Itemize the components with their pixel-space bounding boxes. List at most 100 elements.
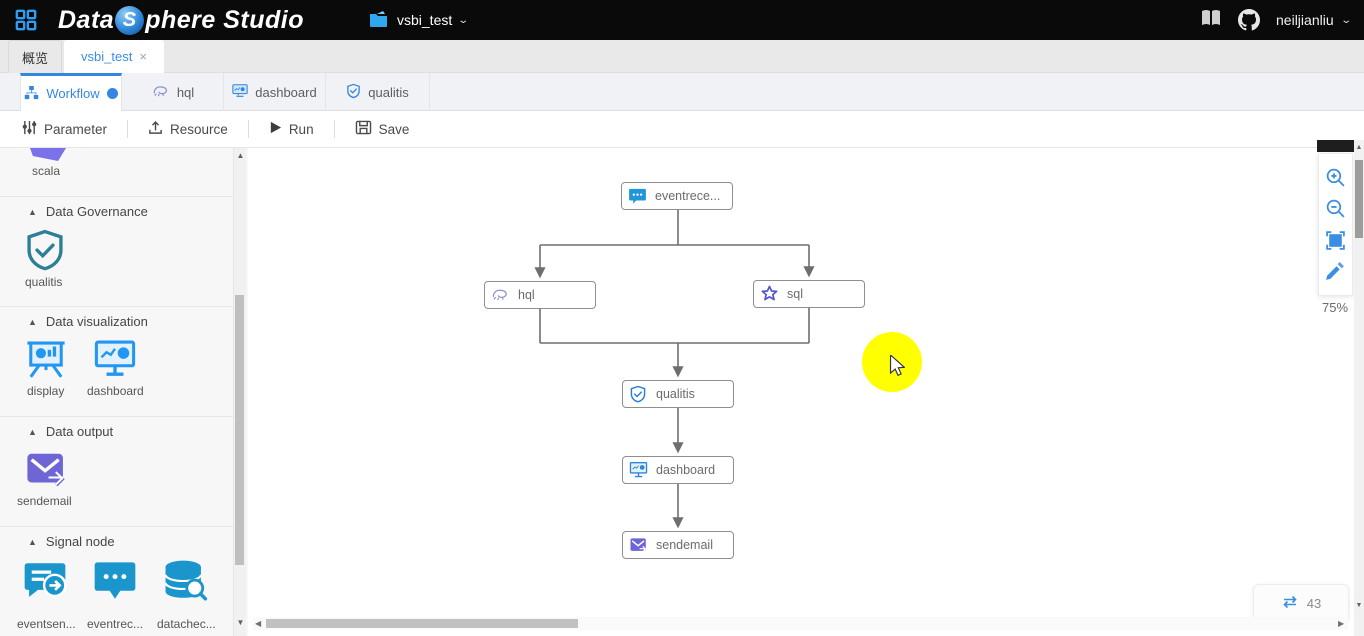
parameter-button[interactable]: Parameter xyxy=(16,119,113,139)
tab-overview-label: 概览 xyxy=(21,50,48,66)
palette-item-label: eventsen... xyxy=(17,617,76,631)
palette-item-display[interactable] xyxy=(24,338,68,387)
close-icon[interactable]: × xyxy=(139,49,147,64)
palette-item-datacheck[interactable] xyxy=(162,558,208,609)
tab-workflow-label: Workflow xyxy=(46,86,100,101)
tab-workspace-label: vsbi_test xyxy=(81,49,133,64)
save-button[interactable]: Save xyxy=(349,120,416,138)
presentation-icon xyxy=(24,341,68,386)
run-label: Run xyxy=(288,121,314,137)
database-search-icon xyxy=(162,560,208,608)
save-icon xyxy=(355,120,372,138)
workflow-canvas[interactable]: eventrece... hql sql qualitis dashboard xyxy=(248,140,1364,636)
section-signal-node[interactable]: ▲ Signal node xyxy=(28,534,115,549)
page-v-scrollbar[interactable]: ▲ ▼ xyxy=(1354,140,1364,636)
scroll-up-icon[interactable]: ▲ xyxy=(1355,144,1363,151)
unsaved-dot xyxy=(106,88,118,99)
monitor-chart-icon xyxy=(93,340,137,384)
divider xyxy=(0,306,233,307)
section-data-governance[interactable]: ▲ Data Governance xyxy=(28,204,148,219)
sliders-icon xyxy=(22,119,37,139)
node-eventreceiver[interactable]: eventrece... xyxy=(621,182,733,210)
sidebar-scrollbar-thumb[interactable] xyxy=(235,295,244,565)
divider xyxy=(247,120,249,138)
hive-icon xyxy=(152,83,170,101)
tab-workflow[interactable]: Workflow xyxy=(20,73,122,111)
upload-icon xyxy=(148,120,163,138)
tab-workspace-vsbi-test[interactable]: vsbi_test × xyxy=(64,40,164,73)
resource-button[interactable]: Resource xyxy=(142,120,234,138)
folder-icon xyxy=(368,9,390,31)
scroll-up-icon[interactable]: ▲ xyxy=(236,151,245,160)
message-send-icon xyxy=(22,563,68,608)
editor-tab-bar: Workflow hql dashboard qualitis xyxy=(0,73,1364,111)
tab-dashboard[interactable]: dashboard xyxy=(224,73,326,111)
change-count-badge[interactable]: 43 xyxy=(1253,584,1349,622)
tab-qualitis[interactable]: qualitis xyxy=(326,73,430,111)
collapse-arrow-icon: ▲ xyxy=(28,426,37,437)
palette-item-label: qualitis xyxy=(25,275,63,289)
mouse-cursor xyxy=(889,355,905,377)
panel-handle xyxy=(1317,140,1355,152)
app-grid-icon[interactable] xyxy=(14,9,38,31)
tab-overview[interactable]: 概览 xyxy=(8,40,62,73)
project-name: vsbi_test xyxy=(397,12,453,28)
palette-item-sendemail[interactable] xyxy=(24,448,68,495)
section-title: Data visualization xyxy=(45,314,148,329)
palette-item-qualitis[interactable] xyxy=(22,228,68,279)
scroll-left-icon[interactable]: ◀ xyxy=(255,619,262,628)
fit-view-icon[interactable] xyxy=(1325,230,1346,251)
palette-item-label: display xyxy=(27,384,65,398)
palette-item-eventsend[interactable] xyxy=(22,558,68,609)
scroll-down-icon[interactable]: ▼ xyxy=(1355,602,1363,609)
palette-item-label: eventrec... xyxy=(87,617,144,631)
node-qualitis[interactable]: qualitis xyxy=(622,380,734,408)
swap-arrows-icon xyxy=(1281,595,1299,612)
section-title: Signal node xyxy=(45,534,115,549)
zoom-out-icon[interactable] xyxy=(1325,198,1346,219)
node-palette-sidebar: scala ▲ Data Governance qualitis ▲ Data … xyxy=(0,148,248,636)
tab-hql[interactable]: hql xyxy=(123,73,224,111)
format-layout-icon[interactable] xyxy=(1325,261,1346,282)
node-sql[interactable]: sql xyxy=(753,280,865,308)
divider xyxy=(0,196,233,197)
scroll-down-icon[interactable]: ▼ xyxy=(236,618,245,627)
message-dots-icon xyxy=(92,562,138,608)
mail-send-icon xyxy=(629,536,648,555)
docs-book-icon[interactable] xyxy=(1200,9,1222,31)
node-dashboard[interactable]: dashboard xyxy=(622,456,734,484)
project-selector[interactable]: vsbi_test ⌄ xyxy=(368,0,470,40)
scala-icon[interactable] xyxy=(30,148,66,161)
node-sendemail[interactable]: sendemail xyxy=(622,531,734,559)
parameter-label: Parameter xyxy=(44,121,108,137)
node-label: sendemail xyxy=(656,538,713,552)
section-title: Data Governance xyxy=(45,204,148,219)
node-label: sql xyxy=(787,287,803,301)
resource-label: Resource xyxy=(170,121,228,137)
github-icon[interactable] xyxy=(1238,9,1261,31)
scroll-right-icon[interactable]: ▶ xyxy=(1338,619,1345,628)
workflow-edges xyxy=(534,210,815,529)
chevron-down-icon: ⌄ xyxy=(457,14,470,26)
palette-item-dashboard[interactable] xyxy=(93,338,137,385)
palette-item-eventreceive[interactable] xyxy=(92,558,138,609)
chevron-down-icon: ⌄ xyxy=(1339,14,1352,26)
monitor-chart-icon xyxy=(232,83,248,101)
page-tab-bar: 概览 vsbi_test × xyxy=(0,40,1364,73)
user-menu[interactable]: neiljianliu ⌄ xyxy=(1276,12,1352,28)
section-data-visualization[interactable]: ▲ Data visualization xyxy=(28,314,148,329)
page-v-scrollbar-thumb[interactable] xyxy=(1355,160,1363,238)
zoom-in-icon[interactable] xyxy=(1325,167,1346,188)
node-label: hql xyxy=(518,288,535,302)
brand-sphere-icon: S xyxy=(115,5,145,35)
divider xyxy=(127,120,129,138)
collapse-arrow-icon: ▲ xyxy=(28,536,37,547)
run-button[interactable]: Run xyxy=(263,121,320,137)
palette-item-label: sendemail xyxy=(17,494,72,508)
shield-check-icon xyxy=(629,385,648,404)
node-hql[interactable]: hql xyxy=(484,281,596,309)
canvas-h-scrollbar-thumb[interactable] xyxy=(266,619,578,628)
section-data-output[interactable]: ▲ Data output xyxy=(28,424,113,439)
canvas-h-scrollbar[interactable]: ◀ ▶ xyxy=(252,617,1348,630)
